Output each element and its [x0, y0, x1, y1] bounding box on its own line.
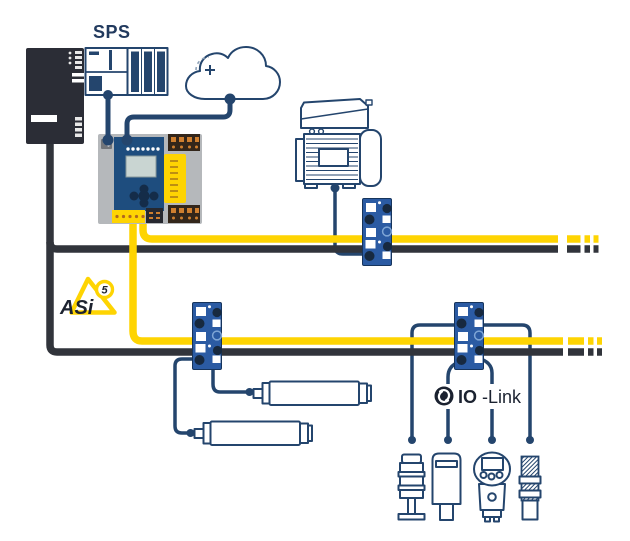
svg-text:IO -Link: IO -Link	[458, 387, 522, 407]
asi-module-cylinders	[191, 301, 223, 371]
asi-logo-version: 5	[101, 285, 108, 297]
led-row	[126, 147, 160, 151]
pneumatic-cylinder-1	[252, 380, 372, 406]
orange-terminal-bottom	[168, 205, 200, 223]
asi5-gateway	[98, 134, 202, 224]
gateway-display	[125, 155, 157, 178]
proximity-sensor	[518, 455, 542, 521]
uplink-cables	[102, 90, 236, 146]
iolink-label: IO -Link	[430, 384, 526, 409]
motor-drive	[295, 98, 382, 189]
cloud-icon	[185, 46, 281, 100]
asi-logo-text: ASi	[59, 297, 94, 319]
asi-module-motor	[361, 197, 393, 267]
asi5-logo: 5 ASi	[59, 276, 117, 319]
plus-icon	[205, 65, 215, 75]
yellow-terminal-marks	[170, 160, 178, 198]
asi-module-iolink-master	[453, 301, 485, 371]
orange-terminal-top	[168, 134, 200, 151]
asi-bus-black	[46, 144, 602, 356]
terminal-block-icon	[75, 117, 82, 137]
pressure-sensor	[473, 451, 511, 523]
rectangular-sensor	[431, 452, 462, 521]
sps-label: SPS	[93, 22, 131, 42]
plc-controller: SPS	[84, 22, 169, 96]
terminal-block-icon	[75, 51, 82, 69]
pneumatic-cylinder-2	[193, 420, 313, 446]
gateway-buttons	[129, 184, 159, 208]
iolink-text-regular: -Link	[482, 387, 522, 407]
asi-bus-yellow	[129, 220, 602, 345]
signal-tower	[397, 453, 426, 521]
power-supply-unit	[26, 48, 84, 144]
iolink-text-bold: IO	[458, 387, 477, 407]
iolink-logo-icon	[434, 386, 454, 406]
